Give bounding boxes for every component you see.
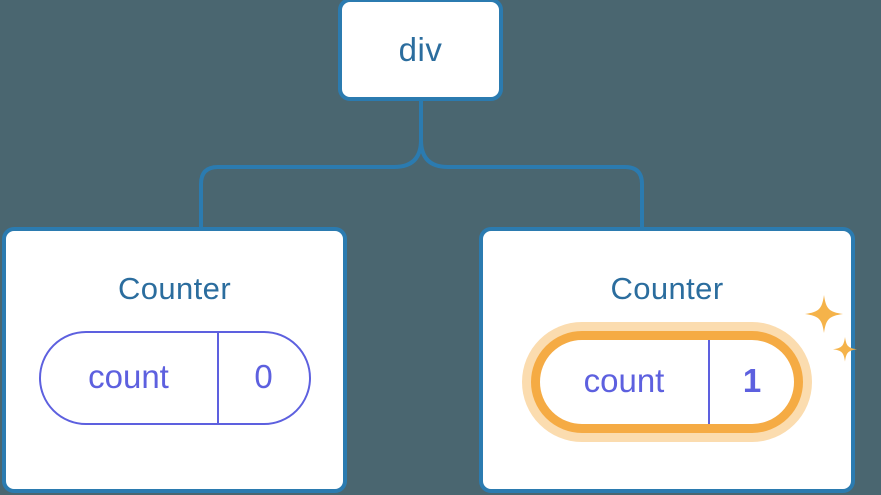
state-pill-wrapper: count 0	[38, 331, 311, 425]
sparkle-icon	[833, 337, 857, 362]
state-value: 0	[216, 333, 309, 423]
node-counter-left[interactable]: Counter count 0	[2, 227, 347, 493]
node-title: Counter	[610, 271, 724, 306]
node-root-div[interactable]: div	[338, 0, 503, 101]
sparkle-icon	[805, 295, 843, 333]
state-key: count	[583, 362, 665, 399]
state-key: count	[88, 358, 169, 395]
node-root-label: div	[398, 31, 443, 68]
state-pill[interactable]: count 0	[38, 331, 311, 425]
state-pill-updated[interactable]: count 1	[531, 331, 803, 433]
node-counter-right[interactable]: Counter count 1	[479, 227, 857, 493]
node-title: Counter	[117, 271, 232, 306]
state-pill-wrapper-highlighted: count 1	[531, 295, 857, 433]
state-value: 1	[708, 340, 794, 424]
sparkles-group	[805, 295, 857, 362]
